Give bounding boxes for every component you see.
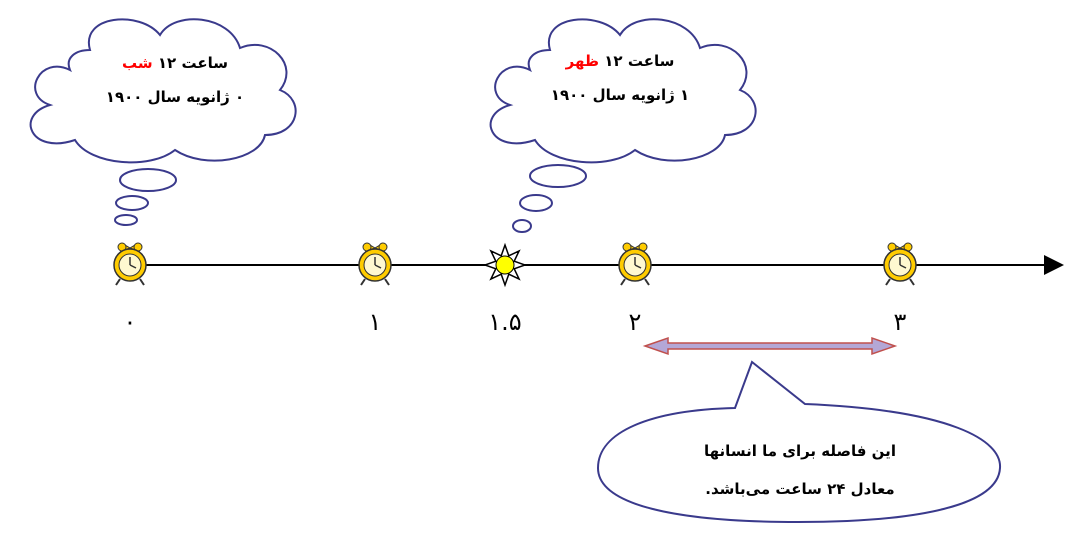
tick-label: ۳ [893,308,907,336]
tick-label: ۱.۵ [488,308,522,336]
alarm-clock-icon [883,242,917,286]
cloud-right-time: ساعت ۱۲ [604,52,675,70]
alarm-clock-icon [113,242,147,286]
alarm-clock-icon [358,242,392,286]
callout-line2: معادل ۲۴ ساعت می‌باشد. [705,480,895,498]
cloud-right-highlight: ظهر [565,52,600,70]
tick-label: ۰ [123,308,137,336]
thought-bubble-large [119,168,177,192]
alarm-clock-icon [618,242,652,286]
thought-bubble-large [529,164,587,188]
thought-cloud-left [29,18,297,226]
speech-callout [596,360,1002,524]
interval-arrow [642,336,898,356]
callout-line1: این فاصله برای ما انسانها [704,442,896,460]
cloud-left-line1: ساعت ۱۲ شب [95,46,255,80]
thought-bubble-small [512,219,532,233]
cloud-right-line1: ساعت ۱۲ ظهر [540,44,700,78]
cloud-body [29,18,297,164]
cloud-right-text: ساعت ۱۲ ظهر ۱ ژانویه سال ۱۹۰۰ [540,44,700,112]
cloud-left-time: ساعت ۱۲ [157,54,228,72]
cloud-left-text: ساعت ۱۲ شب ۰ ژانویه سال ۱۹۰۰ [95,46,255,114]
tick-label: ۱ [368,308,382,336]
cloud-left-date: ۰ ژانویه سال ۱۹۰۰ [105,88,245,106]
thought-cloud-right [489,18,757,233]
timeline-markers [113,242,917,288]
sun-icon [482,242,528,288]
cloud-body [489,18,757,164]
callout-text: این فاصله برای ما انسانها معادل ۲۴ ساعت … [640,432,960,508]
thought-bubble-small [114,214,138,226]
cloud-left-highlight: شب [122,54,153,72]
tick-label: ۲ [628,308,642,336]
thought-bubble-medium [519,194,553,212]
cloud-right-date: ۱ ژانویه سال ۱۹۰۰ [550,86,690,104]
thought-bubble-medium [115,195,149,211]
